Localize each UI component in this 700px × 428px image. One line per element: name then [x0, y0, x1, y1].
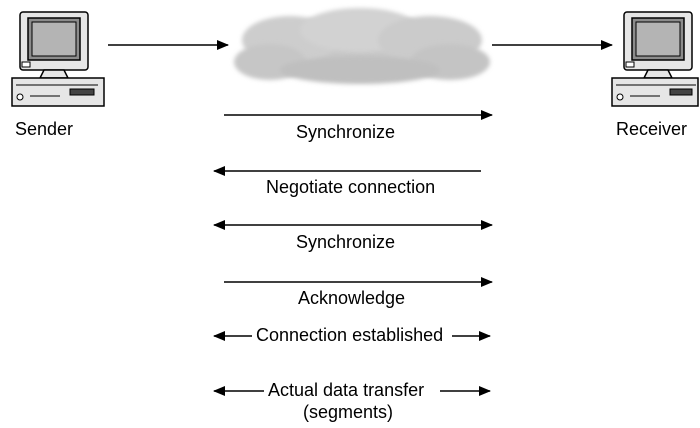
- receiver-label: Receiver: [616, 119, 688, 139]
- step-2-label: Negotiate connection: [266, 177, 436, 197]
- network-cloud-icon: [234, 8, 490, 84]
- step-6-label-line2: (segments): [303, 402, 394, 422]
- step-6-label: Actual data transfer: [268, 380, 425, 400]
- sender-computer-icon: [11, 11, 105, 107]
- step-3-label: Synchronize: [296, 232, 396, 252]
- step-4-label: Acknowledge: [298, 288, 406, 308]
- step-5-label: Connection established: [256, 325, 444, 345]
- sender-label: Sender: [15, 119, 74, 139]
- receiver-computer-icon: [611, 11, 699, 107]
- step-1-label: Synchronize: [296, 122, 396, 142]
